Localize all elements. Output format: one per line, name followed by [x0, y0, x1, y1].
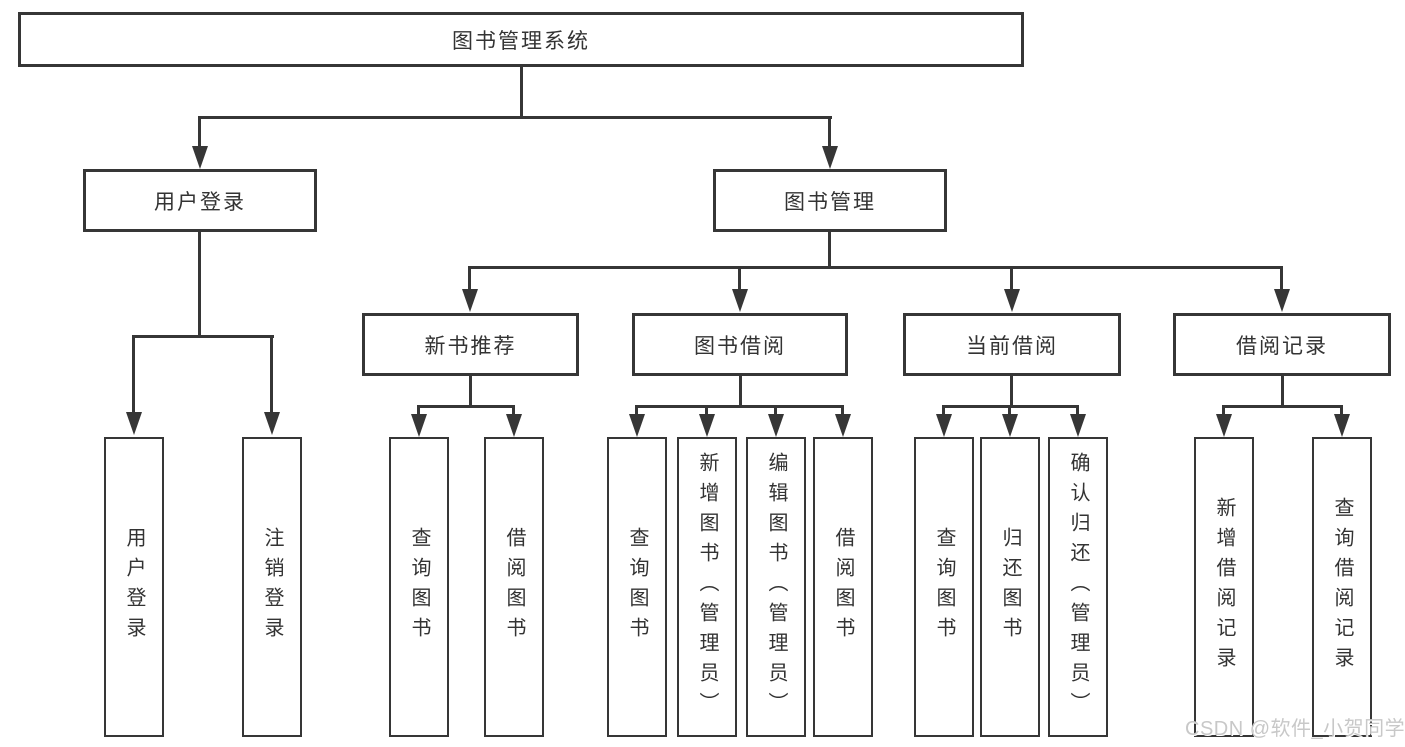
- connector-arrow-shaft: [1010, 266, 1013, 292]
- leaf-query-books-3: 查询图书: [914, 437, 974, 737]
- connector-arrow-shaft: [132, 335, 135, 414]
- arrow-head-icon: [732, 289, 748, 312]
- leaf-edit-books-admin-label: 编辑图书（管理员）: [765, 452, 787, 722]
- leaf-add-books-admin-label: 新增图书（管理员）: [696, 452, 718, 722]
- connector-userlogin-stem: [198, 232, 201, 337]
- leaf-borrow-books-2-label: 借阅图书: [832, 527, 854, 647]
- leaf-add-books-admin: 新增图书（管理员）: [677, 437, 737, 737]
- connector-arrow-shaft: [635, 405, 638, 416]
- leaf-confirm-return-admin-label: 确认归还（管理员）: [1067, 452, 1089, 722]
- arrow-head-icon: [462, 289, 478, 312]
- arrow-head-icon: [629, 414, 645, 437]
- connector-arrow-shaft: [705, 405, 708, 416]
- connector-arrow-shaft: [512, 405, 515, 416]
- connector-arrow-shaft: [774, 405, 777, 416]
- leaf-add-borrow-record-label: 新增借阅记录: [1213, 497, 1235, 677]
- node-user-login-label: 用户登录: [154, 190, 246, 214]
- leaf-borrow-books-2: 借阅图书: [813, 437, 873, 737]
- connector-arrow-shaft: [468, 266, 471, 292]
- connector-arrow-shaft: [1222, 405, 1225, 416]
- connector-group2-stem: [739, 375, 742, 407]
- connector-group4-rail: [1224, 405, 1343, 408]
- leaf-query-books-3-label: 查询图书: [933, 527, 955, 647]
- connector-group4-stem: [1281, 375, 1284, 407]
- connector-arrow-shaft: [417, 405, 420, 416]
- leaf-query-books-2: 查询图书: [607, 437, 667, 737]
- node-current-borrowing-label: 当前借阅: [966, 334, 1058, 358]
- arrow-head-icon: [1070, 414, 1086, 437]
- leaf-logout: 注销登录: [242, 437, 302, 737]
- connector-arrow-shaft: [1280, 266, 1283, 292]
- arrow-head-icon: [1002, 414, 1018, 437]
- node-library-system: 图书管理系统: [18, 12, 1024, 67]
- arrow-head-icon: [936, 414, 952, 437]
- leaf-user-login: 用户登录: [104, 437, 164, 737]
- node-new-book-recommend: 新书推荐: [362, 313, 579, 376]
- node-user-login: 用户登录: [83, 169, 317, 232]
- arrow-head-icon: [506, 414, 522, 437]
- connector-group1-stem: [469, 375, 472, 407]
- leaf-query-borrow-record: 查询借阅记录: [1312, 437, 1372, 737]
- node-book-borrowing: 图书借阅: [632, 313, 848, 376]
- arrow-head-icon: [768, 414, 784, 437]
- arrow-head-icon: [411, 414, 427, 437]
- leaf-add-borrow-record: 新增借阅记录: [1194, 437, 1254, 737]
- leaf-logout-label: 注销登录: [261, 527, 283, 647]
- arrow-head-icon: [1274, 289, 1290, 312]
- node-book-borrowing-label: 图书借阅: [694, 334, 786, 358]
- connector-arrow-shaft: [198, 116, 201, 149]
- connector-arrow-shaft: [1008, 405, 1011, 416]
- leaf-query-books-2-label: 查询图书: [626, 527, 648, 647]
- arrow-head-icon: [822, 146, 838, 169]
- leaf-return-books: 归还图书: [980, 437, 1040, 737]
- leaf-query-books-1: 查询图书: [389, 437, 449, 737]
- connector-arrow-shaft: [841, 405, 844, 416]
- arrow-head-icon: [1216, 414, 1232, 437]
- connector-group2-rail: [637, 405, 844, 408]
- csdn-watermark: CSDN @软件_小贺同学: [1185, 718, 1405, 740]
- node-borrowing-records: 借阅记录: [1173, 313, 1391, 376]
- connector-arrow-shaft: [1340, 405, 1343, 416]
- connector-bookmgmt-rail: [469, 266, 1283, 269]
- arrow-head-icon: [192, 146, 208, 169]
- arrow-head-icon: [1004, 289, 1020, 312]
- leaf-borrow-books-1: 借阅图书: [484, 437, 544, 737]
- arrow-head-icon: [699, 414, 715, 437]
- node-book-management-label: 图书管理: [784, 190, 876, 214]
- arrow-head-icon: [126, 412, 142, 435]
- connector-group3-rail: [944, 405, 1079, 408]
- leaf-edit-books-admin: 编辑图书（管理员）: [746, 437, 806, 737]
- connector-userlogin-rail: [133, 335, 274, 338]
- connector-bookmgmt-stem: [828, 232, 831, 268]
- leaf-query-borrow-record-label: 查询借阅记录: [1331, 497, 1353, 677]
- leaf-user-login-label: 用户登录: [123, 527, 145, 647]
- node-new-book-recommend-label: 新书推荐: [424, 334, 517, 358]
- connector-group3-stem: [1010, 375, 1013, 407]
- connector-arrow-shaft: [942, 405, 945, 416]
- connector-arrow-shaft: [828, 116, 831, 149]
- connector-arrow-shaft: [738, 266, 741, 292]
- connector-group1-rail: [419, 405, 515, 408]
- node-current-borrowing: 当前借阅: [903, 313, 1121, 376]
- connector-arrow-shaft: [270, 335, 273, 414]
- arrow-head-icon: [1334, 414, 1350, 437]
- leaf-borrow-books-1-label: 借阅图书: [503, 527, 525, 647]
- arrow-head-icon: [835, 414, 851, 437]
- connector-root-stem: [520, 67, 523, 117]
- leaf-confirm-return-admin: 确认归还（管理员）: [1048, 437, 1108, 737]
- node-book-management: 图书管理: [713, 169, 947, 232]
- node-borrowing-records-label: 借阅记录: [1236, 334, 1328, 358]
- leaf-return-books-label: 归还图书: [999, 527, 1021, 647]
- leaf-query-books-1-label: 查询图书: [408, 527, 430, 647]
- node-library-system-label: 图书管理系统: [452, 29, 590, 53]
- arrow-head-icon: [264, 412, 280, 435]
- connector-arrow-shaft: [1076, 405, 1079, 416]
- connector-root-rail: [198, 116, 832, 119]
